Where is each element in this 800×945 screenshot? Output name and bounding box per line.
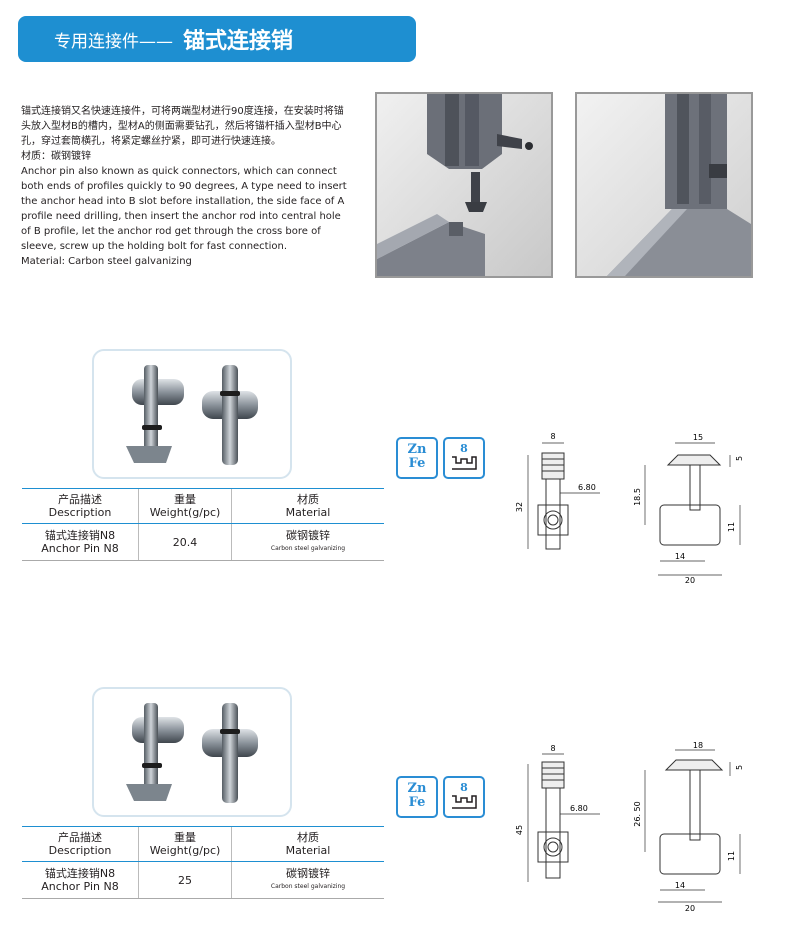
badge-fe: Fe bbox=[408, 795, 426, 810]
dim-top: 8 bbox=[550, 432, 555, 441]
description-en: Anchor pin also known as quick connector… bbox=[21, 166, 347, 252]
dim-top: 8 bbox=[550, 744, 555, 753]
product-name-cn: 锚式连接销N8 bbox=[44, 867, 116, 880]
slot-size-badge: 8 bbox=[443, 776, 485, 818]
dim-hole: 6.80 bbox=[578, 483, 596, 492]
col-description-en: Description bbox=[48, 506, 112, 519]
technical-drawing-2: 8 6.80 45 18 5 26. 50 11 14 20 bbox=[515, 742, 744, 913]
badge-zn: Zn bbox=[407, 781, 427, 796]
product-weight: 20.4 bbox=[138, 523, 232, 561]
description-block: 锚式连接销又名快速连接件，可将两端型材进行90度连接，在安装时将锚头放入型材B的… bbox=[21, 104, 351, 269]
dim-total: 45 bbox=[515, 825, 524, 835]
col-material-cn: 材质 bbox=[297, 493, 319, 506]
banner-prefix: 专用连接件—— bbox=[54, 31, 173, 52]
banner-title: 锚式连接销 bbox=[183, 29, 294, 54]
dim-head-height: 5 bbox=[735, 456, 744, 461]
col-description-cn: 产品描述 bbox=[58, 831, 102, 844]
col-weight-en: Weight(g/pc) bbox=[149, 844, 221, 857]
col-material-en: Material bbox=[285, 844, 331, 857]
material-cn: 材质：碳钢镀锌 bbox=[21, 151, 91, 162]
description-cn: 锚式连接销又名快速连接件，可将两端型材进行90度连接，在安装时将锚头放入型材B的… bbox=[21, 106, 344, 147]
dim-head-height: 5 bbox=[735, 765, 744, 770]
dim-width: 20 bbox=[685, 904, 695, 913]
product-material-cn: 碳钢镀锌 bbox=[286, 529, 330, 542]
title-banner: 专用连接件—— 锚式连接销 bbox=[18, 16, 416, 62]
product-photo-2 bbox=[92, 687, 292, 817]
col-description-cn: 产品描述 bbox=[58, 493, 102, 506]
dim-hole: 6.80 bbox=[570, 804, 588, 813]
dim-head-width: 18 bbox=[693, 742, 703, 750]
dim-shaft: 26. 50 bbox=[633, 801, 642, 826]
dim-inner: 14 bbox=[675, 552, 685, 561]
dim-diameter: 11 bbox=[727, 851, 736, 861]
dim-width: 20 bbox=[685, 576, 695, 585]
dim-shaft: 18.5 bbox=[633, 488, 642, 506]
product-material-cn: 碳钢镀锌 bbox=[286, 867, 330, 880]
badge-zn: Zn bbox=[407, 442, 427, 457]
dim-inner: 14 bbox=[675, 881, 685, 890]
col-weight-cn: 重量 bbox=[174, 493, 196, 506]
slot-size-label: 8 bbox=[460, 442, 468, 455]
dim-total: 32 bbox=[515, 502, 524, 512]
dim-head-width: 15 bbox=[693, 433, 703, 442]
col-weight-cn: 重量 bbox=[174, 831, 196, 844]
product-photo-1 bbox=[92, 349, 292, 479]
product-material-en: Carbon steel galvanizing bbox=[270, 545, 346, 552]
product-name-cn: 锚式连接销N8 bbox=[44, 529, 116, 542]
col-material-en: Material bbox=[285, 506, 331, 519]
slot-size-badge: 8 bbox=[443, 437, 485, 479]
product-weight: 25 bbox=[138, 861, 232, 899]
col-description-en: Description bbox=[48, 844, 112, 857]
slot-size-label: 8 bbox=[460, 781, 468, 794]
badge-fe: Fe bbox=[408, 456, 426, 471]
installation-photo-2 bbox=[575, 92, 753, 278]
col-material-cn: 材质 bbox=[297, 831, 319, 844]
technical-drawing-1: 8 6.80 32 15 5 18.5 11 14 20 bbox=[515, 432, 744, 585]
product-name-en: Anchor Pin N8 bbox=[41, 880, 119, 893]
col-weight-en: Weight(g/pc) bbox=[149, 506, 221, 519]
installation-photo-1 bbox=[375, 92, 553, 278]
material-en: Material: Carbon steel galvanizing bbox=[21, 256, 192, 267]
dim-diameter: 11 bbox=[727, 522, 736, 532]
product-material-en: Carbon steel galvanizing bbox=[270, 883, 346, 890]
product-name-en: Anchor Pin N8 bbox=[41, 542, 119, 555]
